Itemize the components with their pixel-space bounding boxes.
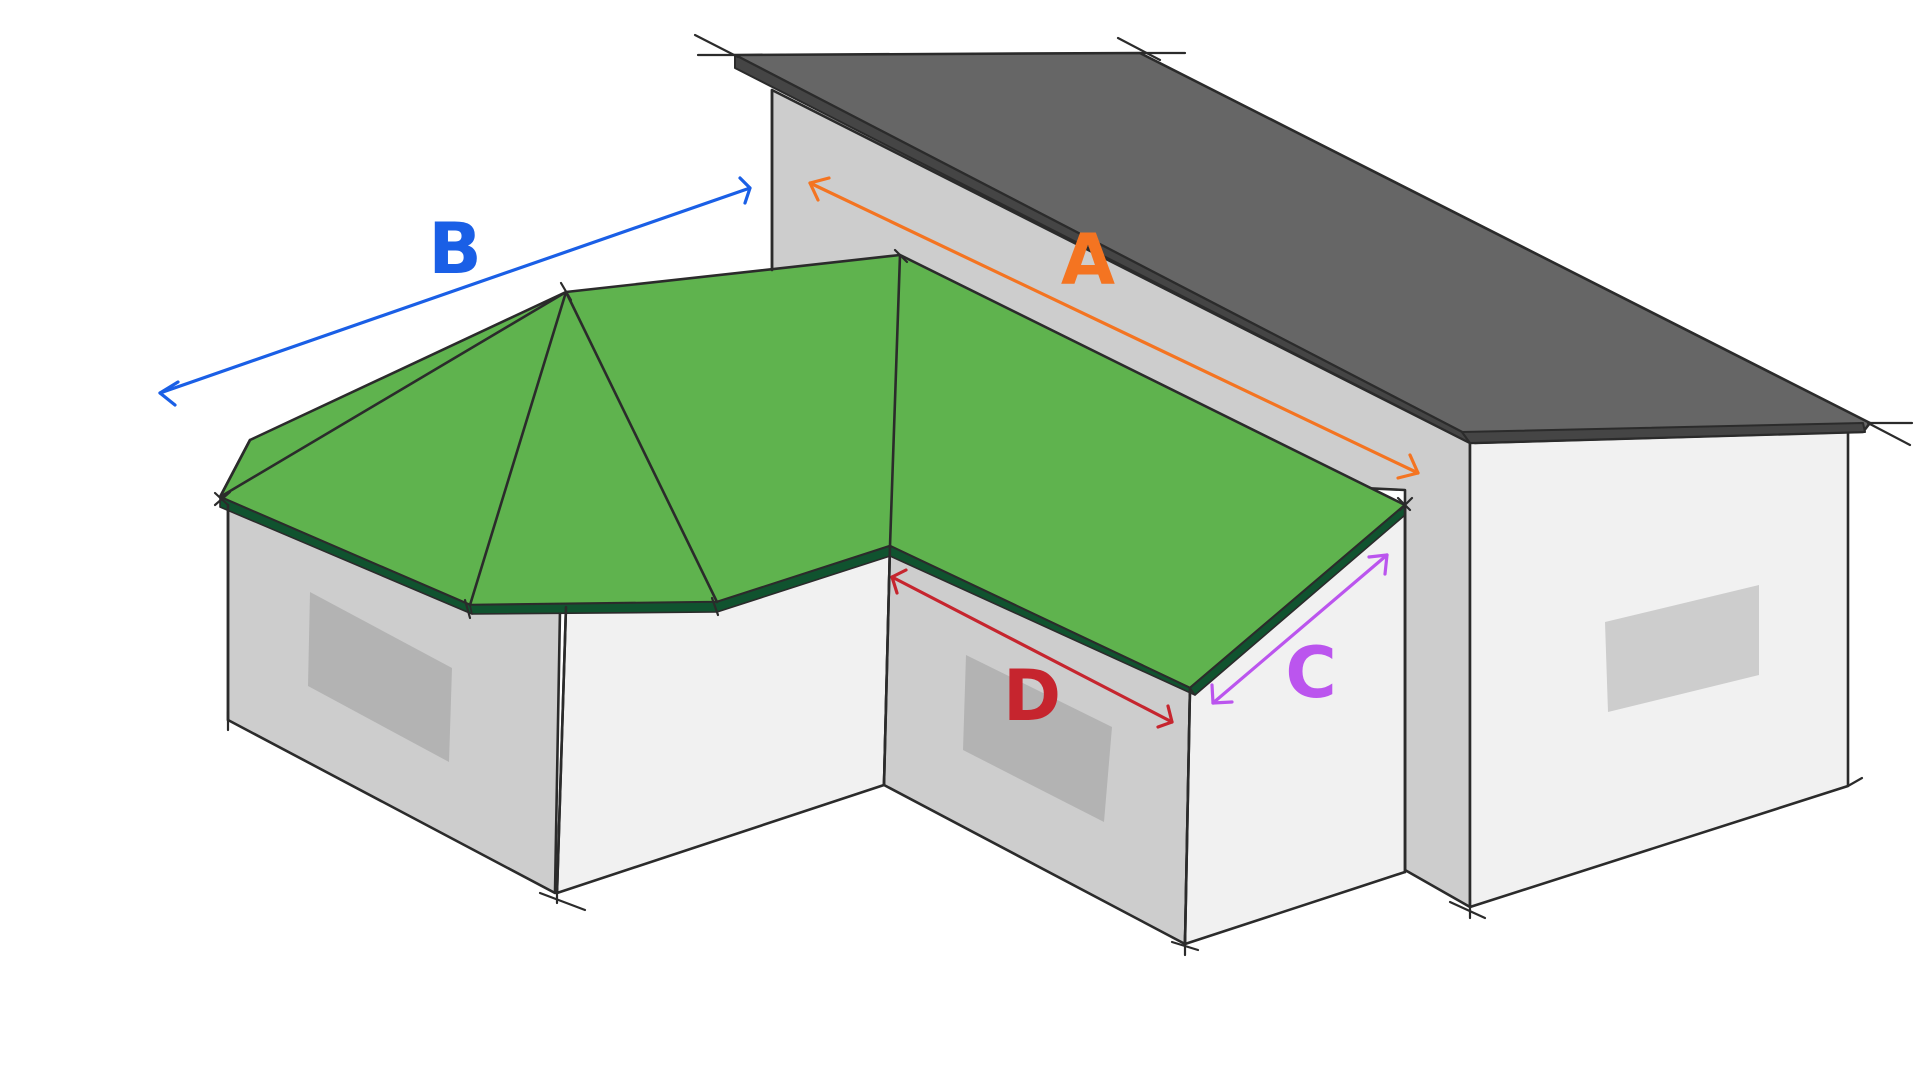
wall-edge-right [1183,686,1192,946]
tick-mark [693,33,740,59]
tick-mark [213,490,232,507]
tick-mark [1866,421,1912,447]
tall-building-window [1605,585,1759,712]
tick-mark [1448,900,1487,920]
dimension-a-label: A [1061,219,1115,301]
tick-mark [1396,496,1412,512]
tick-mark [463,598,472,620]
right-wing-window [963,655,1112,822]
dimension-b-label: B [428,208,481,290]
tick-mark [538,891,587,912]
tick-mark [559,281,573,302]
tick-mark [1398,496,1414,512]
tick-mark [893,248,909,264]
roof-left-corner [218,438,252,499]
hip-line-3 [564,290,719,604]
tick-mark [1170,940,1200,952]
left-wing-window [308,592,452,762]
dimension-c-label: C [1285,632,1336,714]
hip-line-1 [218,290,568,499]
dimension-d-label: D [1003,655,1061,737]
tick-mark [1846,776,1864,788]
tick-mark [710,596,720,617]
hip-line-2 [468,290,568,607]
flat-roof-front-edge [1461,422,1866,444]
dimension-d-arrow [890,568,1174,729]
wall-edge-front-left [555,605,568,895]
wall-edge-mid [882,544,892,787]
tick-mark [1116,36,1162,62]
dimension-b-arrow [158,176,752,407]
dimension-a-arrow [808,176,1420,480]
dimension-c-arrow [1210,553,1389,705]
valley-line [888,253,902,548]
